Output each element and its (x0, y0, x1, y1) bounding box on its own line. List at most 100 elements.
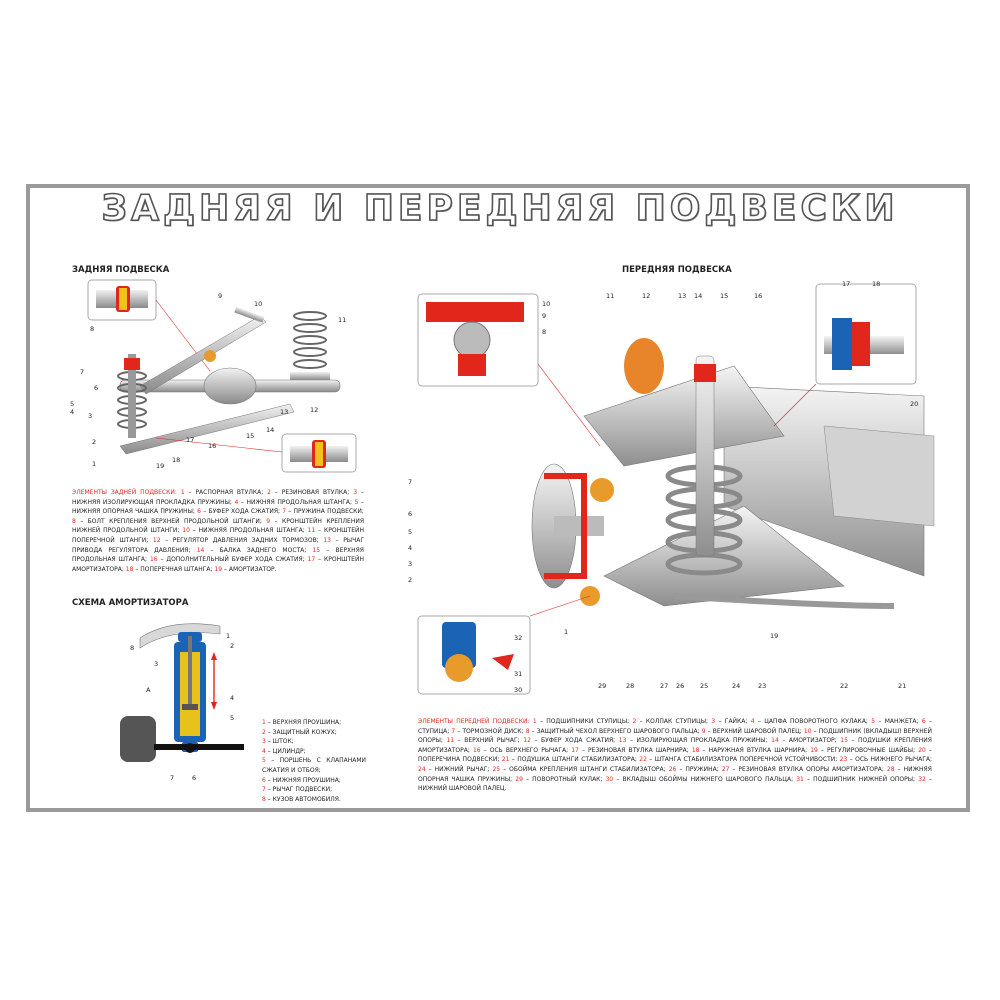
front-legend-item: 31 – ПОДШИПНИК НИЖНЕЙ ОПОРЫ; (796, 775, 916, 783)
rear-legend-item-text: НИЖНЯЯ ПРОДОЛЬНАЯ ШТАНГА; (246, 498, 353, 506)
front-legend-item-number: 19 (810, 746, 818, 754)
svg-text:11: 11 (606, 292, 614, 300)
rear-legend-item-text: НИЖНЯЯ ПРОДОЛЬНАЯ ШТАНГА; (198, 527, 305, 535)
rear-legend-item-text: РАСПОРНАЯ ВТУЛКА; (195, 489, 264, 496)
front-legend-item-text: ТОРМОЗНОЙ ДИСК; (462, 727, 524, 735)
rear-legend-item-text: ДОПОЛНИТЕЛЬНЫЙ БУФЕР ХОДА СЖАТИЯ; (166, 556, 305, 564)
svg-text:3: 3 (408, 560, 412, 568)
front-legend-item: 23 – ОСЬ НИЖНЕГО РЫЧАГА; (839, 756, 932, 764)
front-legend-item-text: ЗАЩИТНЫЙ ЧЕХОЛ ВЕРХНЕГО ШАРОВОГО ПАЛЬЦА; (536, 727, 700, 735)
svg-text:1: 1 (92, 460, 96, 468)
front-legend: ЭЛЕМЕНТЫ ПЕРЕДНЕЙ ПОДВЕСКИ: 1 – ПОДШИПНИ… (418, 717, 932, 794)
rear-legend-item: 6 – БУФЕР ХОДА СЖАТИЯ; (197, 508, 281, 516)
front-legend-item-text: ШТАНГА СТАБИЛИЗАТОРА ПОПЕРЕЧНОЙ УСТОЙЧИВ… (654, 756, 838, 764)
front-legend-item-text: РЕЗИНОВАЯ ВТУЛКА ШАРНИРА; (588, 746, 689, 754)
rear-legend-item-number: 10 (182, 527, 190, 535)
shock-legend-item-number: 6 (262, 776, 266, 784)
svg-text:9: 9 (218, 292, 222, 300)
front-legend-item-text: СТУПИЦА; (418, 727, 450, 735)
rear-legend-item-number: 6 (197, 508, 201, 516)
shock-legend-item-text: НИЖНЯЯ ПРОУШИНА; (272, 776, 341, 784)
shock-legend-item: 3 – ШТОК; (262, 738, 294, 746)
shock-legend-item-number: 1 (262, 719, 266, 726)
rear-legend-item-number: 19 (214, 565, 223, 573)
rear-legend-item-text: АМОРТИЗАТОР. (228, 565, 277, 573)
svg-text:15: 15 (246, 432, 254, 440)
svg-text:8: 8 (542, 328, 546, 336)
rear-legend-item-text: ПОПЕРЕЧНАЯ ШТАНГА; (140, 565, 213, 573)
rear-legend-item: 4 – НИЖНЯЯ ПРОДОЛЬНАЯ ШТАНГА; (234, 498, 353, 506)
rear-legend: ЭЛЕМЕНТЫ ЗАДНЕЙ ПОДВЕСКИ: 1 – РАСПОРНАЯ … (72, 488, 364, 574)
rear-legend-item: 18 – ПОПЕРЕЧНАЯ ШТАНГА; (125, 565, 213, 573)
shock-scheme-heading: СХЕМА АМОРТИЗАТОРА (72, 598, 189, 608)
svg-text:1: 1 (564, 628, 568, 636)
rear-legend-item-number: 5 (354, 498, 359, 506)
shock-legend-item-text: РЫЧАГ ПОДВЕСКИ; (272, 786, 333, 794)
front-legend-item-number: 11 (446, 737, 455, 745)
shock-legend-item: 1 – ВЕРХНЯЯ ПРОУШИНА; (262, 719, 342, 726)
front-legend-item: 22 – ШТАНГА СТАБИЛИЗАТОРА ПОПЕРЕЧНОЙ УСТ… (639, 756, 838, 764)
front-legend-item: 9 – ВЕРХНИЙ ШАРОВОЙ ПАЛЕЦ; (701, 727, 802, 735)
rear-legend-item-text: НИЖНЯЯ ИЗОЛИРУЮЩАЯ ПРОКЛАДКА ПРУЖИНЫ; (72, 498, 232, 506)
shock-legend-item: 8 – КУЗОВ АВТОМОБИЛЯ. (262, 795, 341, 803)
front-legend-item: 19 – РЕГУЛИРОВОЧНЫЕ ШАЙБЫ; (810, 746, 916, 754)
rear-legend-item-text: КРОНШТЕЙН КРЕПЛЕНИЯ НИЖНЕЙ ПРОДОЛЬНОЙ ШТ… (72, 517, 364, 535)
front-legend-item-text: НИЖНИЙ ШАРОВОЙ ПАЛЕЦ. (418, 785, 507, 793)
front-legend-item: 28 – НИЖНЯЯ ОПОРНАЯ ЧАШКА ПРУЖИНЫ; (418, 765, 932, 783)
rear-legend-item: 5 – НИЖНЯЯ ОПОРНАЯ ЧАШКА ПРУЖИНЫ; (72, 498, 364, 516)
rear-legend-item-number: 13 (323, 536, 331, 544)
front-legend-item-text: ПОДШИПНИКИ СТУПИЦЫ; (546, 718, 630, 725)
shock-legend-item: 2 – ЗАЩИТНЫЙ КОЖУХ; (262, 728, 337, 736)
svg-text:18: 18 (172, 456, 180, 464)
front-legend-item-number: 7 (451, 727, 456, 735)
svg-text:26: 26 (676, 682, 684, 690)
svg-text:13: 13 (678, 292, 686, 300)
front-legend-item-number: 18 (691, 746, 700, 754)
svg-text:10: 10 (542, 300, 550, 308)
rear-legend-item-text: КРОНШТЕЙН АМОРТИЗАТОРА; (72, 556, 364, 573)
svg-text:A: A (146, 686, 151, 694)
svg-text:7: 7 (80, 368, 84, 376)
front-legend-item-number: 24 (418, 765, 426, 773)
svg-text:4: 4 (408, 544, 412, 552)
front-legend-item-text: ОСЬ ВЕРХНЕГО РЫЧАГА; (489, 746, 569, 754)
rear-legend-item: 7 – ПРУЖИНА ПОДВЕСКИ; (282, 508, 364, 516)
front-legend-item: 12 – БУФЕР ХОДА СЖАТИЯ; (523, 737, 616, 745)
front-legend-item: 2 – КОЛПАК СТУПИЦЫ; (632, 718, 709, 725)
front-legend-item: 1 – ПОДШИПНИКИ СТУПИЦЫ; (532, 718, 630, 725)
rear-legend-item-text: КРОНШТЕЙН ПОПЕРЕЧНОЙ ШТАНГИ; (72, 527, 364, 544)
front-legend-item-number: 32 (918, 775, 926, 783)
rear-legend-item-text: НИЖНЯЯ ОПОРНАЯ ЧАШКА ПРУЖИНЫ; (72, 508, 195, 516)
front-suspension-heading: ПЕРЕДНЯЯ ПОДВЕСКА (622, 265, 732, 275)
svg-text:2: 2 (408, 576, 412, 584)
front-legend-item-text: ПОПЕРЕЧИНА ПОДВЕСКИ; (418, 756, 500, 764)
rear-legend-item-number: 15 (312, 546, 321, 554)
svg-text:10: 10 (254, 300, 262, 308)
svg-text:23: 23 (758, 682, 766, 690)
front-legend-item-text: РЕЗИНОВАЯ ВТУЛКА ОПОРЫ АМОРТИЗАТОРА; (738, 765, 884, 773)
rear-legend-item: 12 – РЕГУЛЯТОР ДАВЛЕНИЯ ЗАДНИХ ТОРМОЗОВ; (152, 536, 319, 544)
front-legend-item-text: БУФЕР ХОДА СЖАТИЯ; (541, 737, 616, 745)
shock-legend-item-number: 8 (262, 795, 266, 803)
shock-legend-item: 6 – НИЖНЯЯ ПРОУШИНА; (262, 776, 341, 784)
page-title: ЗАДНЯЯ И ПЕРЕДНЯЯ ПОДВЕСКИ (101, 187, 899, 230)
rear-legend-item-number: 7 (282, 508, 287, 516)
rear-suspension-heading: ЗАДНЯЯ ПОДВЕСКА (72, 265, 170, 275)
svg-text:2: 2 (230, 642, 234, 650)
svg-text:21: 21 (898, 682, 906, 690)
rear-legend-item-text: БУФЕР ХОДА СЖАТИЯ; (208, 508, 281, 516)
rear-legend-item-text: ПРУЖИНА ПОДВЕСКИ; (293, 508, 364, 516)
shock-legend-item-number: 2 (262, 728, 266, 736)
shock-legend-item-text: КУЗОВ АВТОМОБИЛЯ. (272, 795, 341, 803)
svg-text:24: 24 (732, 682, 740, 690)
front-legend-item-text: ПОДШИПНИК НИЖНЕЙ ОПОРЫ; (813, 775, 916, 783)
svg-text:16: 16 (208, 442, 216, 450)
front-legend-item-number: 6 (921, 718, 926, 725)
front-legend-item: 25 – ОБОЙМА КРЕПЛЕНИЯ ШТАНГИ СТАБИЛИЗАТО… (492, 765, 666, 773)
front-legend-item-text: ВЕРХНИЙ ШАРОВОЙ ПАЛЕЦ; (712, 727, 802, 735)
shock-legend-item-number: 4 (262, 747, 266, 755)
